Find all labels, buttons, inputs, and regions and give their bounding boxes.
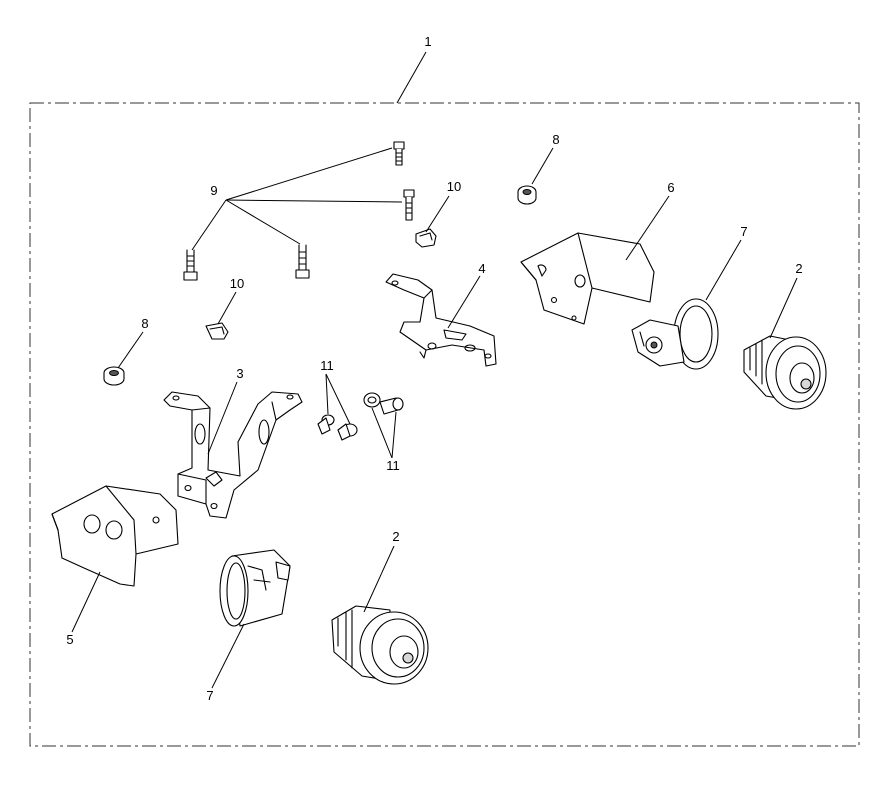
callout-5: 5 (66, 632, 73, 647)
bracket-3-left (163, 391, 303, 519)
callout-1: 1 (424, 34, 431, 49)
clip-10-upper (415, 228, 437, 248)
screw-11-d (379, 397, 404, 415)
leader-10-lower (217, 291, 237, 325)
leader-11-c (371, 407, 393, 459)
cover-6-right (520, 232, 655, 325)
nut-8-lower (103, 366, 125, 386)
leader-1 (396, 51, 427, 104)
bolt-9-a (393, 141, 405, 166)
callout-7-lower: 7 (206, 688, 213, 703)
housing-7-right (631, 298, 719, 370)
nut-8-upper (517, 185, 537, 205)
leader-3 (207, 381, 238, 455)
leader-9-d (225, 199, 301, 245)
leader-2-upper (769, 277, 798, 339)
leader-4 (447, 275, 481, 329)
lamp-2-right (743, 335, 827, 410)
screw-11-b (337, 423, 358, 441)
screw-11-a (317, 414, 335, 435)
callout-8-upper: 8 (552, 132, 559, 147)
leader-6 (625, 195, 670, 261)
leader-2-lower (363, 545, 395, 613)
lamp-2-left (331, 605, 429, 685)
leader-10-upper (425, 195, 450, 233)
callout-labels: 1 2 2 3 4 5 6 7 7 8 8 9 10 10 11 11 (66, 34, 802, 703)
callout-2-upper: 2 (795, 261, 802, 276)
callout-4: 4 (478, 261, 485, 276)
screw-11-c (363, 392, 381, 408)
callout-11-upper: 11 (320, 358, 334, 373)
leader-lines (71, 51, 798, 689)
callout-3: 3 (236, 366, 243, 381)
leader-9-c (191, 199, 227, 251)
callout-10-lower: 10 (230, 276, 244, 291)
clip-10-lower (205, 322, 229, 340)
callout-6: 6 (667, 180, 674, 195)
leader-9-a (225, 147, 393, 201)
bolt-9-d (295, 244, 310, 279)
leader-5 (71, 571, 101, 633)
leader-11-d (391, 411, 397, 459)
callout-10-upper: 10 (447, 179, 461, 194)
callout-7-upper: 7 (740, 224, 747, 239)
leader-11-a (325, 373, 329, 415)
bracket-4-right (385, 273, 497, 367)
callout-8-lower: 8 (141, 316, 148, 331)
leader-7-lower (211, 623, 245, 689)
housing-7-left (219, 549, 291, 627)
kit-boundary (29, 102, 860, 747)
cover-5-left (51, 485, 179, 587)
callout-2-lower: 2 (392, 529, 399, 544)
leader-7-upper (705, 239, 742, 301)
bolt-9-b (403, 189, 415, 221)
bolt-9-c (183, 249, 198, 281)
callout-9: 9 (210, 183, 217, 198)
leader-8-upper (531, 147, 554, 185)
leader-8-lower (117, 331, 144, 369)
leader-11-b (325, 373, 351, 425)
leader-9-b (225, 199, 403, 203)
callout-11-lower: 11 (386, 458, 400, 473)
